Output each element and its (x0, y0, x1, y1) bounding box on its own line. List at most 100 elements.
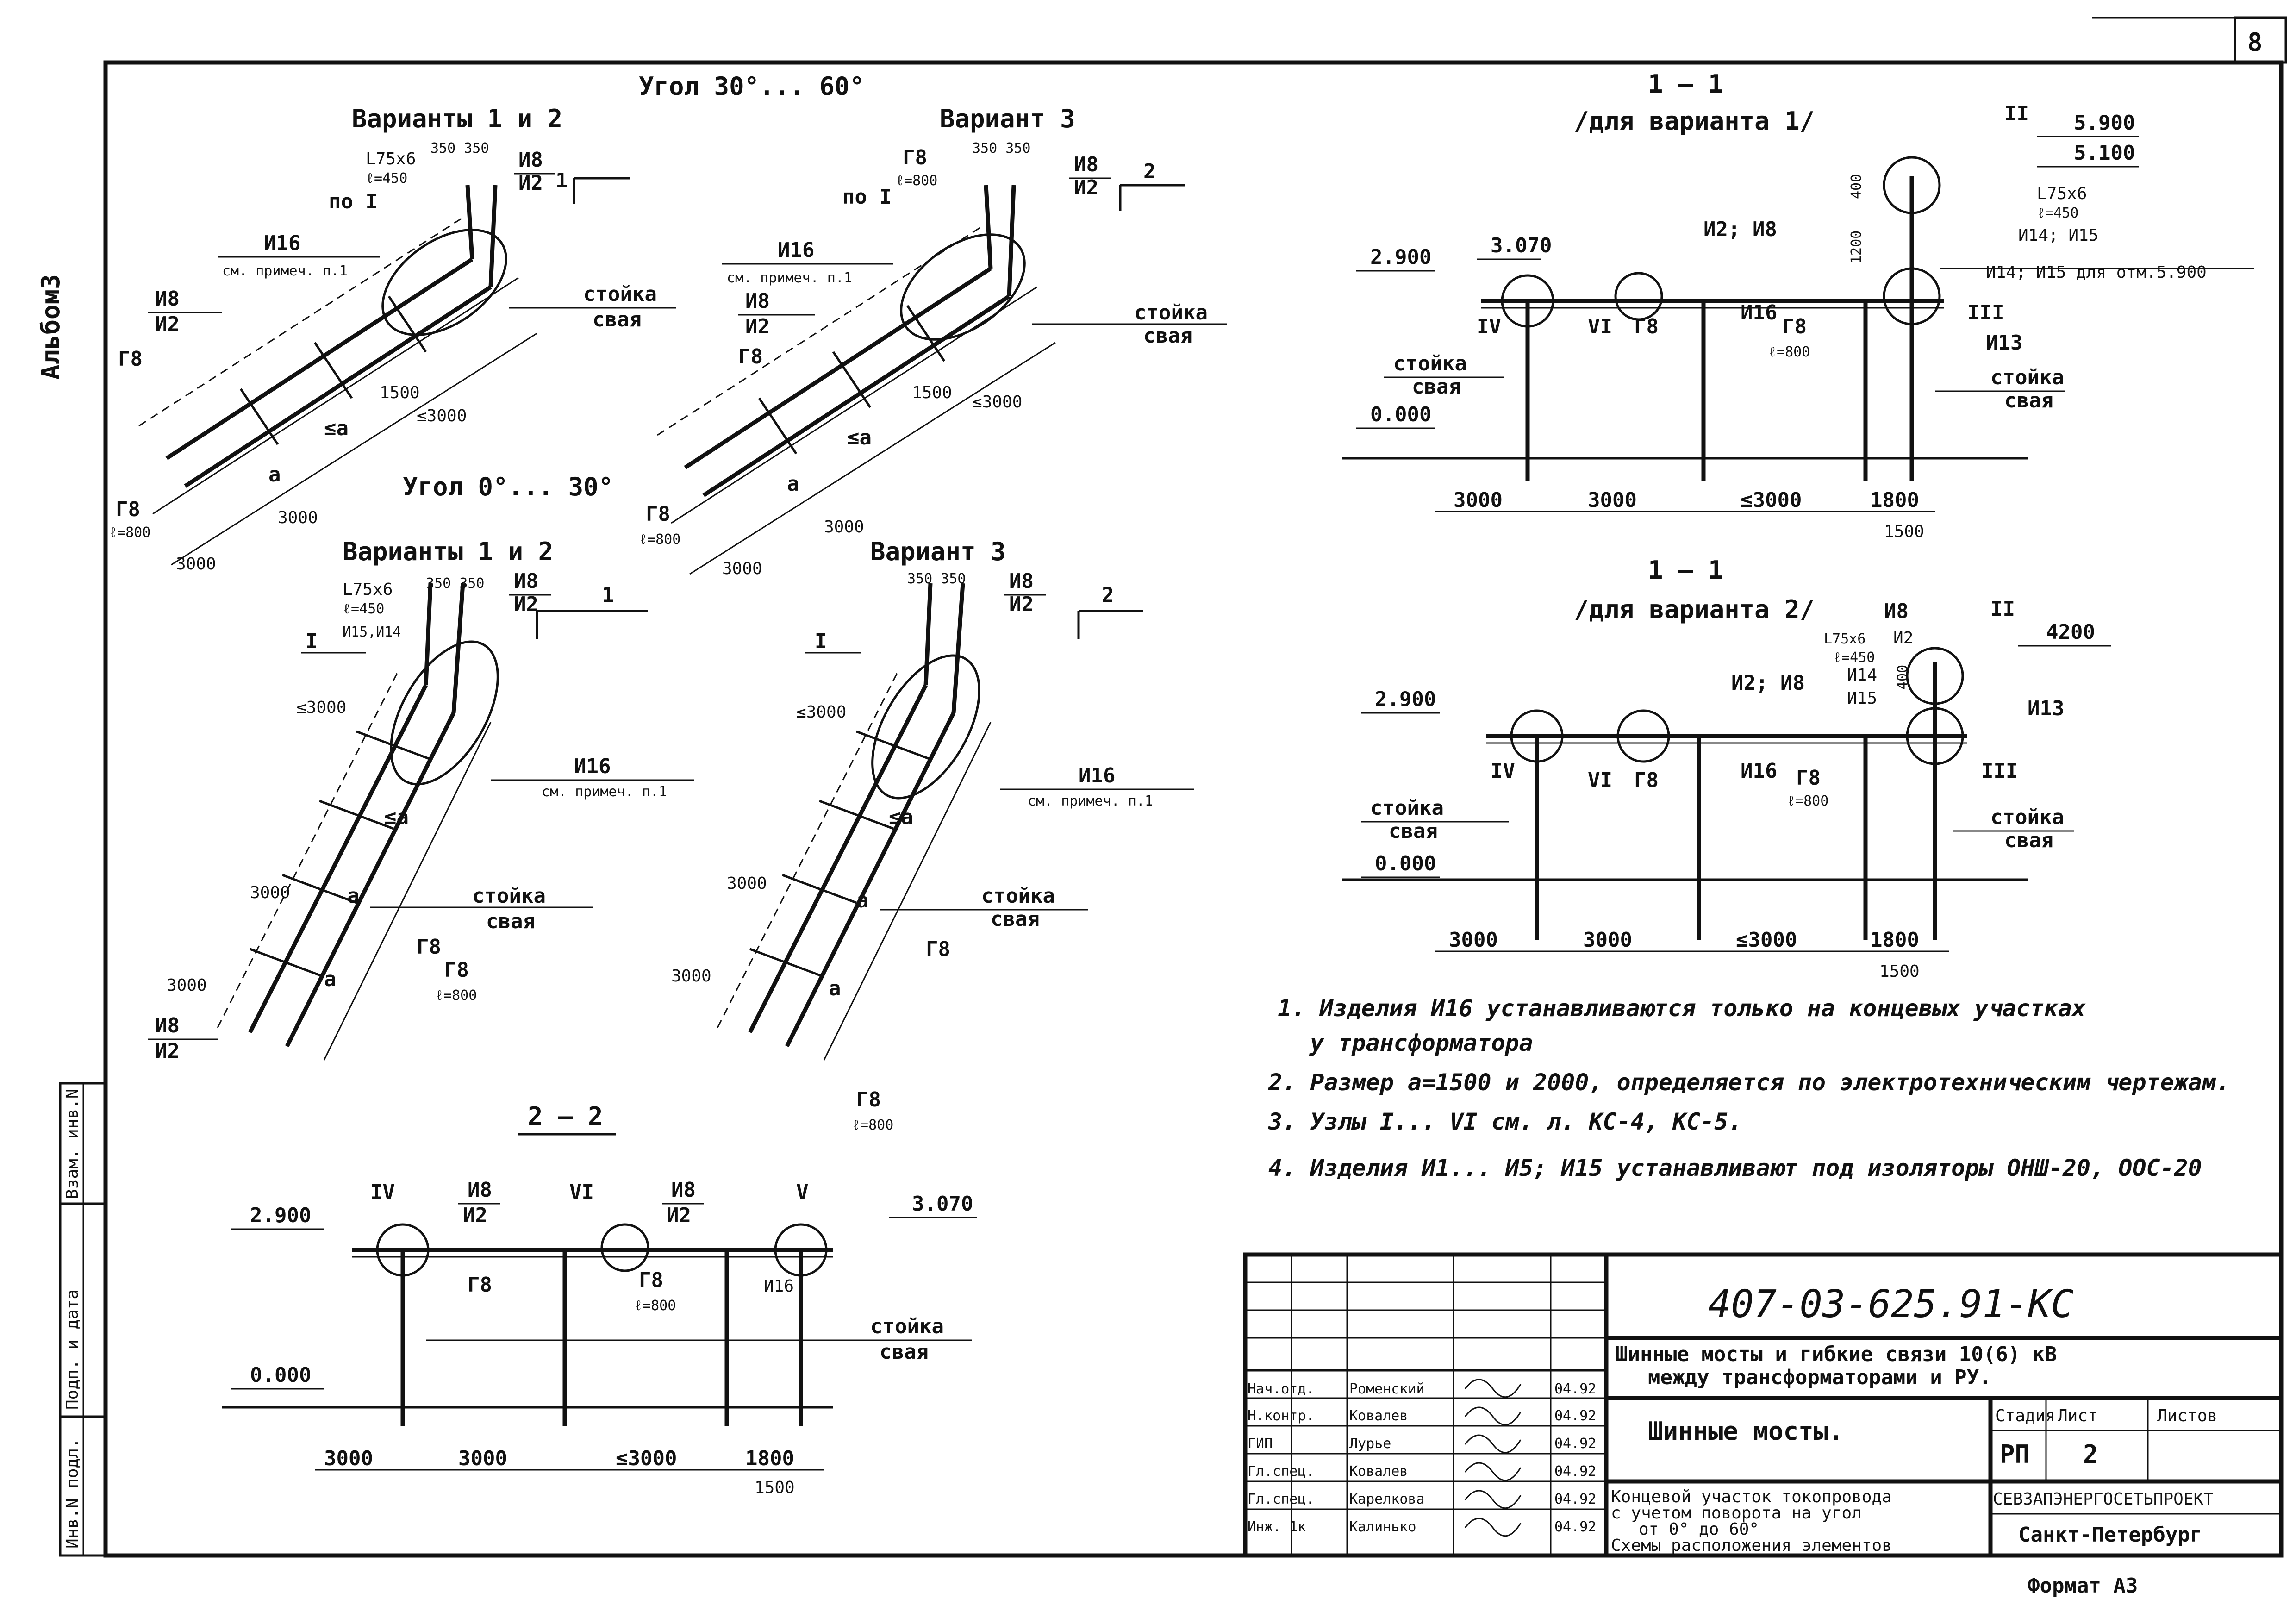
s22-g8b: Г8 (639, 1268, 663, 1292)
bl-i2: И2 (514, 593, 538, 616)
s11a-n3: III (1967, 301, 2004, 325)
tr-svaya: свая (1143, 324, 1192, 348)
tr-i16: И16 (778, 238, 814, 262)
note-1: 1. Изделия И16 устанавливаются только на… (1278, 995, 2086, 1022)
tl-la: ≤а (324, 417, 349, 440)
bl-i8b: И8 (155, 1014, 180, 1037)
tl-g8b: Г8 (116, 498, 140, 521)
tr-see-note: см. примеч. п.1 (727, 270, 852, 286)
tr-stoika: стойка (1134, 301, 1208, 325)
s22-g8: Г8 (468, 1273, 492, 1297)
tl-i2: И2 (518, 171, 543, 195)
s22-dim2: 3000 (458, 1447, 507, 1470)
tl-svaya: свая (593, 308, 642, 331)
br-g8: Г8 (926, 937, 950, 961)
s11a-i16: И16 (1741, 301, 1777, 325)
tl-d3000b: 3000 (176, 555, 216, 574)
tl-i16: И16 (264, 231, 300, 255)
bl-a: а (347, 884, 360, 908)
s11a-g8b: Г8 (1634, 315, 1659, 338)
bl-cut1: 1 (602, 583, 614, 607)
br-node1: I (815, 630, 827, 653)
tr-d350: 350 350 (972, 140, 1030, 156)
s11a-i14i15-note: И14; И15 для отм.5.900 (1986, 263, 2207, 282)
s11b-l450: ℓ=450 (1833, 650, 1875, 666)
tr-l800b: ℓ=800 (639, 531, 680, 548)
s11a-subtitle: /для варианта 1/ (1574, 106, 1815, 136)
role-3: ГИП (1248, 1436, 1273, 1452)
bl-i16: И16 (574, 755, 611, 778)
s11b-dim1: 3000 (1449, 928, 1498, 952)
s22-dim4: 1800 (745, 1447, 794, 1470)
s11b-i14: И14 (1847, 666, 1877, 685)
br-d3000b: 3000 (671, 967, 711, 986)
tr-g8b: Г8 (738, 345, 763, 369)
tr-i8: И8 (1074, 153, 1098, 176)
s22-dim1500: 1500 (755, 1478, 795, 1497)
s22-i2: И2 (463, 1204, 487, 1227)
s11a-l800: ℓ=800 (1768, 344, 1810, 360)
s22-elev-0000: 0.000 (250, 1363, 311, 1387)
tl-stoika: стойка (583, 282, 657, 306)
s11b-stoika: стойка (1370, 796, 1444, 820)
s11b-subtitle: /для варианта 2/ (1574, 595, 1815, 624)
br-i8: И8 (1009, 569, 1034, 593)
section-title: Шинные мосты. (1648, 1417, 1844, 1446)
s11b-svaya: свая (1389, 819, 1438, 843)
view-bottom-left: Угол 0°... 30° Варианты 1 и 2 L75x6 ℓ=45… (148, 472, 694, 1063)
s11a-dim4: 1800 (1870, 488, 1919, 512)
br-a: а (856, 889, 869, 912)
sheet-title-3: от 0° до 60° (1639, 1520, 1759, 1539)
date-6: 04.92 (1554, 1519, 1596, 1535)
br-cut2: 2 (1102, 583, 1114, 607)
stamp-podp-data: Подп. и дата (63, 1289, 82, 1410)
s22-stoika: стойка (870, 1315, 944, 1338)
s11b-elev-2900: 2.900 (1375, 687, 1436, 711)
tl-l450: ℓ=450 (366, 170, 407, 187)
tr-i2: И2 (1074, 176, 1098, 200)
s11b-i2i8: И2; И8 (1731, 671, 1805, 695)
sheet-title-4: Схемы расположения элементов (1611, 1536, 1892, 1555)
br-la: ≤а (889, 806, 913, 829)
s11b-n6: VI (1588, 768, 1612, 792)
tr-po1: по I (842, 185, 892, 209)
tl-po1: по I (329, 190, 378, 213)
s11b-stoika-r: стойка (1990, 806, 2064, 829)
name-1: Роменский (1349, 1381, 1425, 1397)
bl-angle: L75x6 (343, 580, 393, 599)
role-2: Н.контр. (1248, 1408, 1315, 1424)
s11a-d400: 400 (1848, 174, 1865, 199)
s11a-title: 1 — 1 (1648, 69, 1723, 99)
s11a-elev-3070: 3.070 (1491, 234, 1552, 257)
s22-dim3: ≤3000 (616, 1447, 677, 1470)
doc-code: 407-03-625.91-КС (1708, 1282, 2074, 1326)
tl-l800: ℓ=800 (109, 525, 150, 541)
bl-l450: ℓ=450 (343, 601, 384, 617)
s11a-elev-2900: 2.900 (1370, 245, 1431, 269)
s11b-i8: И8 (1884, 600, 1909, 623)
s11a-n2: II (2004, 102, 2029, 125)
bl-dle3000: ≤3000 (296, 698, 346, 717)
tl-title: Варианты 1 и 2 (352, 104, 562, 133)
s11a-dim1: 3000 (1454, 488, 1503, 512)
bl-g8b: Г8 (444, 958, 469, 982)
sheet-value: 2 (2083, 1440, 2098, 1469)
s11a-elev-5900: 5.900 (2074, 111, 2135, 135)
tl-g8: Г8 (118, 347, 143, 371)
side-stamp: Инв.N подл. Подп. и дата Взам. инв.N (59, 1082, 107, 1557)
s11b-i2: И2 (1893, 629, 1913, 648)
sheet-format: Формат А3 (2028, 1574, 2138, 1598)
tr-a: а (787, 472, 799, 496)
s11b-dim4: 1800 (1870, 928, 1919, 952)
view-bottom-right: Вариант 3 350 350 И8 И2 I И16 см. примеч… (671, 537, 1194, 1133)
s11b-g8b: Г8 (1634, 768, 1659, 792)
stage-value: РП (2000, 1440, 2030, 1469)
s11b-l800: ℓ=800 (1787, 793, 1828, 809)
col-sheets: Листов (2157, 1406, 2217, 1425)
s11b-n3: III (1981, 759, 2018, 783)
date-3: 04.92 (1554, 1436, 1596, 1452)
bl-i2b: И2 (155, 1039, 180, 1063)
signature-2 (1464, 1406, 1522, 1426)
s22-elev-2900: 2.900 (250, 1204, 311, 1227)
tr-g8: Г8 (903, 146, 927, 169)
